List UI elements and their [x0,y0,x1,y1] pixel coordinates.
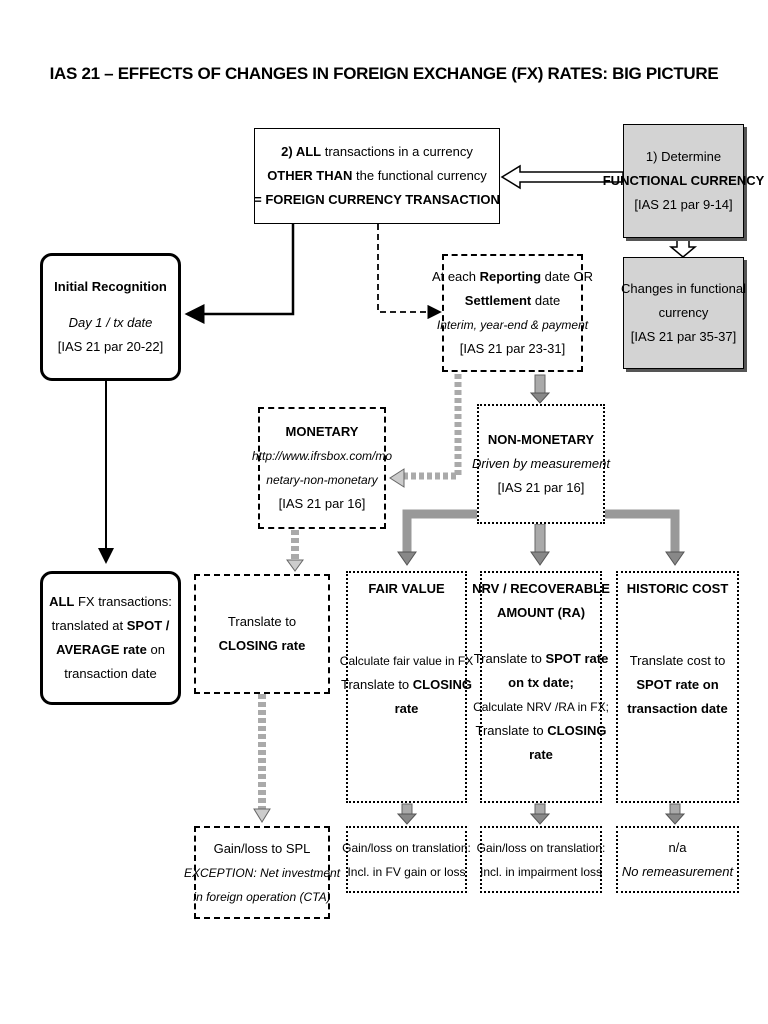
changes-reference: [IAS 21 par 35-37] [630,329,737,344]
allfx-translated: translated at [51,618,127,633]
gain-spl-exception: EXCEPTION: Net investment [183,865,341,880]
determine-functional-currency-box: 1) Determine FUNCTIONAL CURRENCY [IAS 21… [603,124,764,238]
allfx-all: ALL [49,594,75,609]
allfx-rest: FX transactions: [74,594,172,609]
fv-translate-label: Translate to [341,677,413,692]
hc-spot-label: SPOT rate on [636,677,719,692]
gain-spl-label: Gain/loss to SPL [213,840,311,856]
hc-translate-label: Translate cost to [629,653,726,668]
functional-currency-label: FUNCTIONAL CURRENCY [602,173,765,188]
arrow-reporting-to-monetary [389,374,462,488]
non-monetary-reference: [IAS 21 par 16] [497,480,585,495]
fair-value-heading: FAIR VALUE [368,581,445,596]
gain-imp-detail: Incl. in impairment loss [479,864,603,879]
nrv-heading-1: NRV / RECOVERABLE [472,581,610,596]
settlement-rest: date [531,293,561,308]
arrow-translate-to-gainspl [253,694,271,823]
nrv-heading-2: AMOUNT (RA) [496,605,586,620]
non-monetary-subtitle: Driven by measurement [472,456,610,471]
fair-value-box: FAIR VALUE Calculate fair value in FX Tr… [340,571,473,803]
gain-loss-fv-box: Gain/loss on translation: Incl. in FV ga… [342,826,471,893]
monetary-url-part1: http://www.ifrsbox.com/mo [251,449,393,463]
fv-calc-label: Calculate fair value in FX [339,654,474,668]
allfx-spot: SPOT / [126,618,170,633]
reporting-reference: [IAS 21 par 23-31] [459,341,566,356]
arrow-determine-to-changes [668,237,698,258]
monetary-url-part2: netary-non-monetary [266,473,378,487]
hc-transaction-date-label: transaction date [627,701,728,716]
no-remeasurement-label: No remeasurement [621,863,734,879]
na-label: n/a [668,839,687,855]
reporting-suffix: date OR [541,269,594,284]
all-label: 2) ALL [281,144,322,159]
nrv-translate-label: Translate to [473,651,546,666]
monetary-title: MONETARY [285,424,359,439]
allfx-transaction-date: transaction date [64,666,157,681]
arrow-to-reporting [377,224,442,320]
fv-closing-label: CLOSING [412,677,473,692]
foreign-currency-transaction-label: = FOREIGN CURRENCY TRANSACTION [254,192,500,207]
arrow-determine-to-transactions [500,164,624,190]
translate-to-label: Translate to [227,614,297,629]
determine-reference: [IAS 21 par 9-14] [634,197,733,212]
other-than-rest: the functional currency [352,168,487,183]
nrv-tx-date-label: on tx date; [508,675,574,690]
no-remeasurement-box: n/a No remeasurement [616,826,739,893]
arrow-reporting-to-nonmonetary [529,374,551,404]
nrv-closing-label: CLOSING [547,723,607,738]
allfx-average: AVERAGE rate [56,642,147,657]
all-rest: transactions in a currency [321,144,473,159]
changes-functional-currency-box: Changes in functional currency [IAS 21 p… [620,257,747,369]
nrv-spot-label: SPOT rate [545,651,609,666]
arrows-to-gain-boxes [396,803,686,825]
allfx-on: on [146,642,165,657]
initial-recognition-title: Initial Recognition [54,279,167,294]
initial-date-label: Day 1 / tx date [68,315,153,330]
page-title: IAS 21 – EFFECTS OF CHANGES IN FOREIGN E… [49,64,719,83]
gain-spl-cta: in foreign operation (CTA) [193,889,331,904]
historic-cost-heading: HISTORIC COST [626,581,729,596]
gain-loss-spl-box: Gain/loss to SPL EXCEPTION: Net investme… [184,826,340,919]
reporting-interim-label: Interim, year-end & payment [436,318,589,332]
settlement-bold: Settlement [464,293,532,308]
foreign-currency-transaction-box: 2) ALL transactions in a currency OTHER … [254,128,500,224]
monetary-box: MONETARY http://www.ifrsbox.com/mo netar… [252,407,392,529]
all-fx-transactions-box: ALL FX transactions: translated at SPOT … [40,571,181,705]
arrow-to-initial-recognition [184,224,295,324]
gain-fv-label: Gain/loss on translation: [342,840,471,855]
nrv-calc-label: Calculate NRV /RA in FX; [473,700,609,714]
gain-imp-label: Gain/loss on translation: [476,840,606,855]
non-monetary-box: NON-MONETARY Driven by measurement [IAS … [472,404,610,524]
other-than-label: OTHER THAN [267,168,353,183]
monetary-reference: [IAS 21 par 16] [278,496,366,511]
nrv-rate-label: rate [529,747,553,762]
changes-label-2: currency [658,305,709,320]
reporting-date-box: At each Reporting date OR Settlement dat… [432,254,593,372]
gain-fv-detail: Incl. in FV gain or loss [347,864,466,879]
nrv-translate2-label: Translate to [475,723,548,738]
nrv-recoverable-box: NRV / RECOVERABLE AMOUNT (RA) Translate … [472,571,610,803]
non-monetary-title: NON-MONETARY [487,432,595,447]
arrow-monetary-to-translate [286,530,304,572]
gain-loss-impairment-box: Gain/loss on translation: Incl. in impai… [477,826,605,893]
historic-cost-box: HISTORIC COST Translate cost to SPOT rat… [616,571,739,803]
determine-label: 1) Determine [645,149,722,164]
reporting-bold: Reporting [479,269,542,284]
reporting-prefix: At each [431,269,480,284]
closing-rate-label: CLOSING rate [218,638,306,653]
initial-reference: [IAS 21 par 20-22] [57,339,164,354]
translate-closing-box: Translate to CLOSING rate [194,574,330,694]
changes-label: Changes in functional [620,281,747,296]
fv-rate-label: rate [394,701,419,716]
arrow-nonmonetary-branches [397,509,685,566]
initial-recognition-box: Initial Recognition Day 1 / tx date [IAS… [40,253,181,381]
